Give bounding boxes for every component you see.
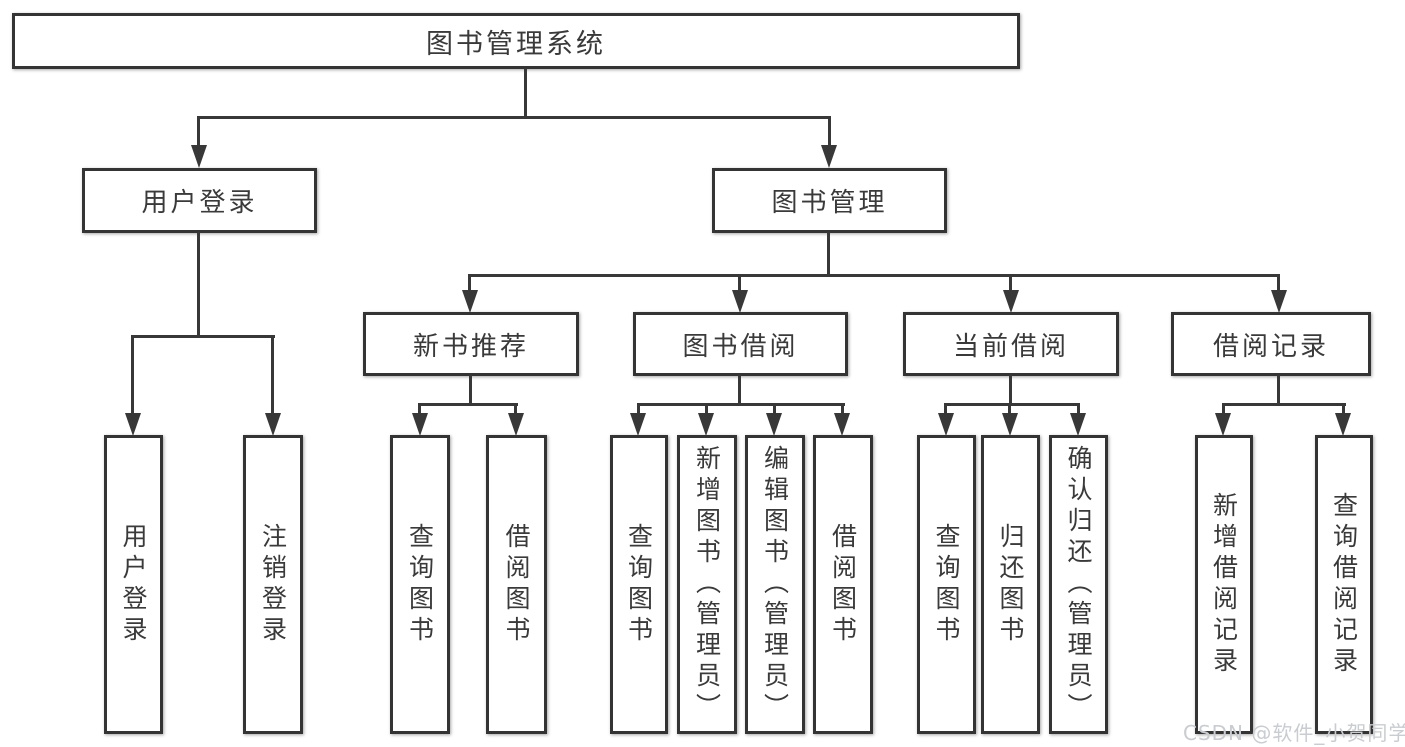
connector-line xyxy=(131,335,275,338)
arrow-down-icon xyxy=(265,413,281,436)
connector-line xyxy=(1277,274,1280,294)
arrow-down-icon xyxy=(1002,413,1018,436)
connector-line xyxy=(197,232,200,337)
leaf-borrow-books: 借阅图书 xyxy=(813,435,873,734)
connector-line xyxy=(738,274,741,294)
leaf-borrow-books-newrec: 借阅图书 xyxy=(486,435,547,734)
leaf-query-books-current: 查询图书 xyxy=(917,435,976,734)
leaf-edit-books-admin: 编辑图书（管理员） xyxy=(745,435,805,734)
arrow-down-icon xyxy=(821,145,837,168)
connector-line xyxy=(524,68,527,118)
connector-line xyxy=(468,274,471,294)
leaf-user-login: 用户登录 xyxy=(104,435,163,734)
leaf-query-books-borrow: 查询图书 xyxy=(610,435,668,734)
connector-line xyxy=(827,232,830,277)
node-current-borrow: 当前借阅 xyxy=(903,312,1119,376)
connector-line xyxy=(468,274,1280,277)
leaf-query-books-newrec: 查询图书 xyxy=(390,435,450,734)
node-user-login: 用户登录 xyxy=(82,168,317,233)
connector-line xyxy=(773,403,776,415)
connector-line xyxy=(705,403,708,415)
connector-line xyxy=(1009,274,1012,294)
arrow-down-icon xyxy=(412,413,428,436)
arrow-down-icon xyxy=(508,413,524,436)
connector-line xyxy=(637,403,640,415)
csdn-watermark: CSDN @软件_小贺同学 xyxy=(1183,721,1405,745)
connector-line xyxy=(418,403,518,406)
leaf-add-books-admin: 新增图书（管理员） xyxy=(677,435,737,734)
connector-line xyxy=(1342,403,1345,415)
connector-line xyxy=(828,116,831,148)
connector-line xyxy=(1222,403,1225,415)
connector-line xyxy=(637,403,845,406)
leaf-return-books: 归还图书 xyxy=(981,435,1040,734)
connector-line xyxy=(131,335,134,415)
arrow-down-icon xyxy=(1335,413,1351,436)
connector-line xyxy=(1222,403,1346,406)
connector-line xyxy=(1008,403,1011,415)
arrow-down-icon xyxy=(834,413,850,436)
connector-line xyxy=(1277,375,1280,406)
arrow-down-icon xyxy=(630,413,646,436)
connector-line xyxy=(514,403,517,415)
arrow-down-icon xyxy=(1070,413,1086,436)
arrow-down-icon xyxy=(766,413,782,436)
node-book-management: 图书管理 xyxy=(712,168,947,233)
arrow-down-icon xyxy=(125,413,141,436)
arrow-down-icon xyxy=(698,413,714,436)
arrow-down-icon xyxy=(732,290,748,313)
node-new-book-recommend: 新书推荐 xyxy=(363,312,579,376)
arrow-down-icon xyxy=(1271,290,1287,313)
node-root: 图书管理系统 xyxy=(12,13,1020,69)
connector-line xyxy=(944,403,1080,406)
connector-line xyxy=(738,375,741,406)
node-book-borrow: 图书借阅 xyxy=(633,312,848,376)
leaf-query-borrow-record: 查询借阅记录 xyxy=(1315,435,1373,734)
leaf-add-borrow-record: 新增借阅记录 xyxy=(1195,435,1253,734)
arrow-down-icon xyxy=(1215,413,1231,436)
connector-line xyxy=(841,403,844,415)
arrow-down-icon xyxy=(938,413,954,436)
arrow-down-icon xyxy=(462,290,478,313)
connector-line xyxy=(944,403,947,415)
connector-line xyxy=(197,116,831,119)
leaf-confirm-return-admin: 确认归还（管理员） xyxy=(1049,435,1108,734)
arrow-down-icon xyxy=(1003,290,1019,313)
connector-line xyxy=(469,375,472,406)
node-borrow-records: 借阅记录 xyxy=(1171,312,1371,376)
connector-line xyxy=(1009,375,1012,406)
connector-line xyxy=(197,116,200,148)
arrow-down-icon xyxy=(191,145,207,168)
connector-line xyxy=(1077,403,1080,415)
leaf-logout: 注销登录 xyxy=(243,435,303,734)
connector-line xyxy=(271,335,274,415)
connector-line xyxy=(418,403,421,415)
